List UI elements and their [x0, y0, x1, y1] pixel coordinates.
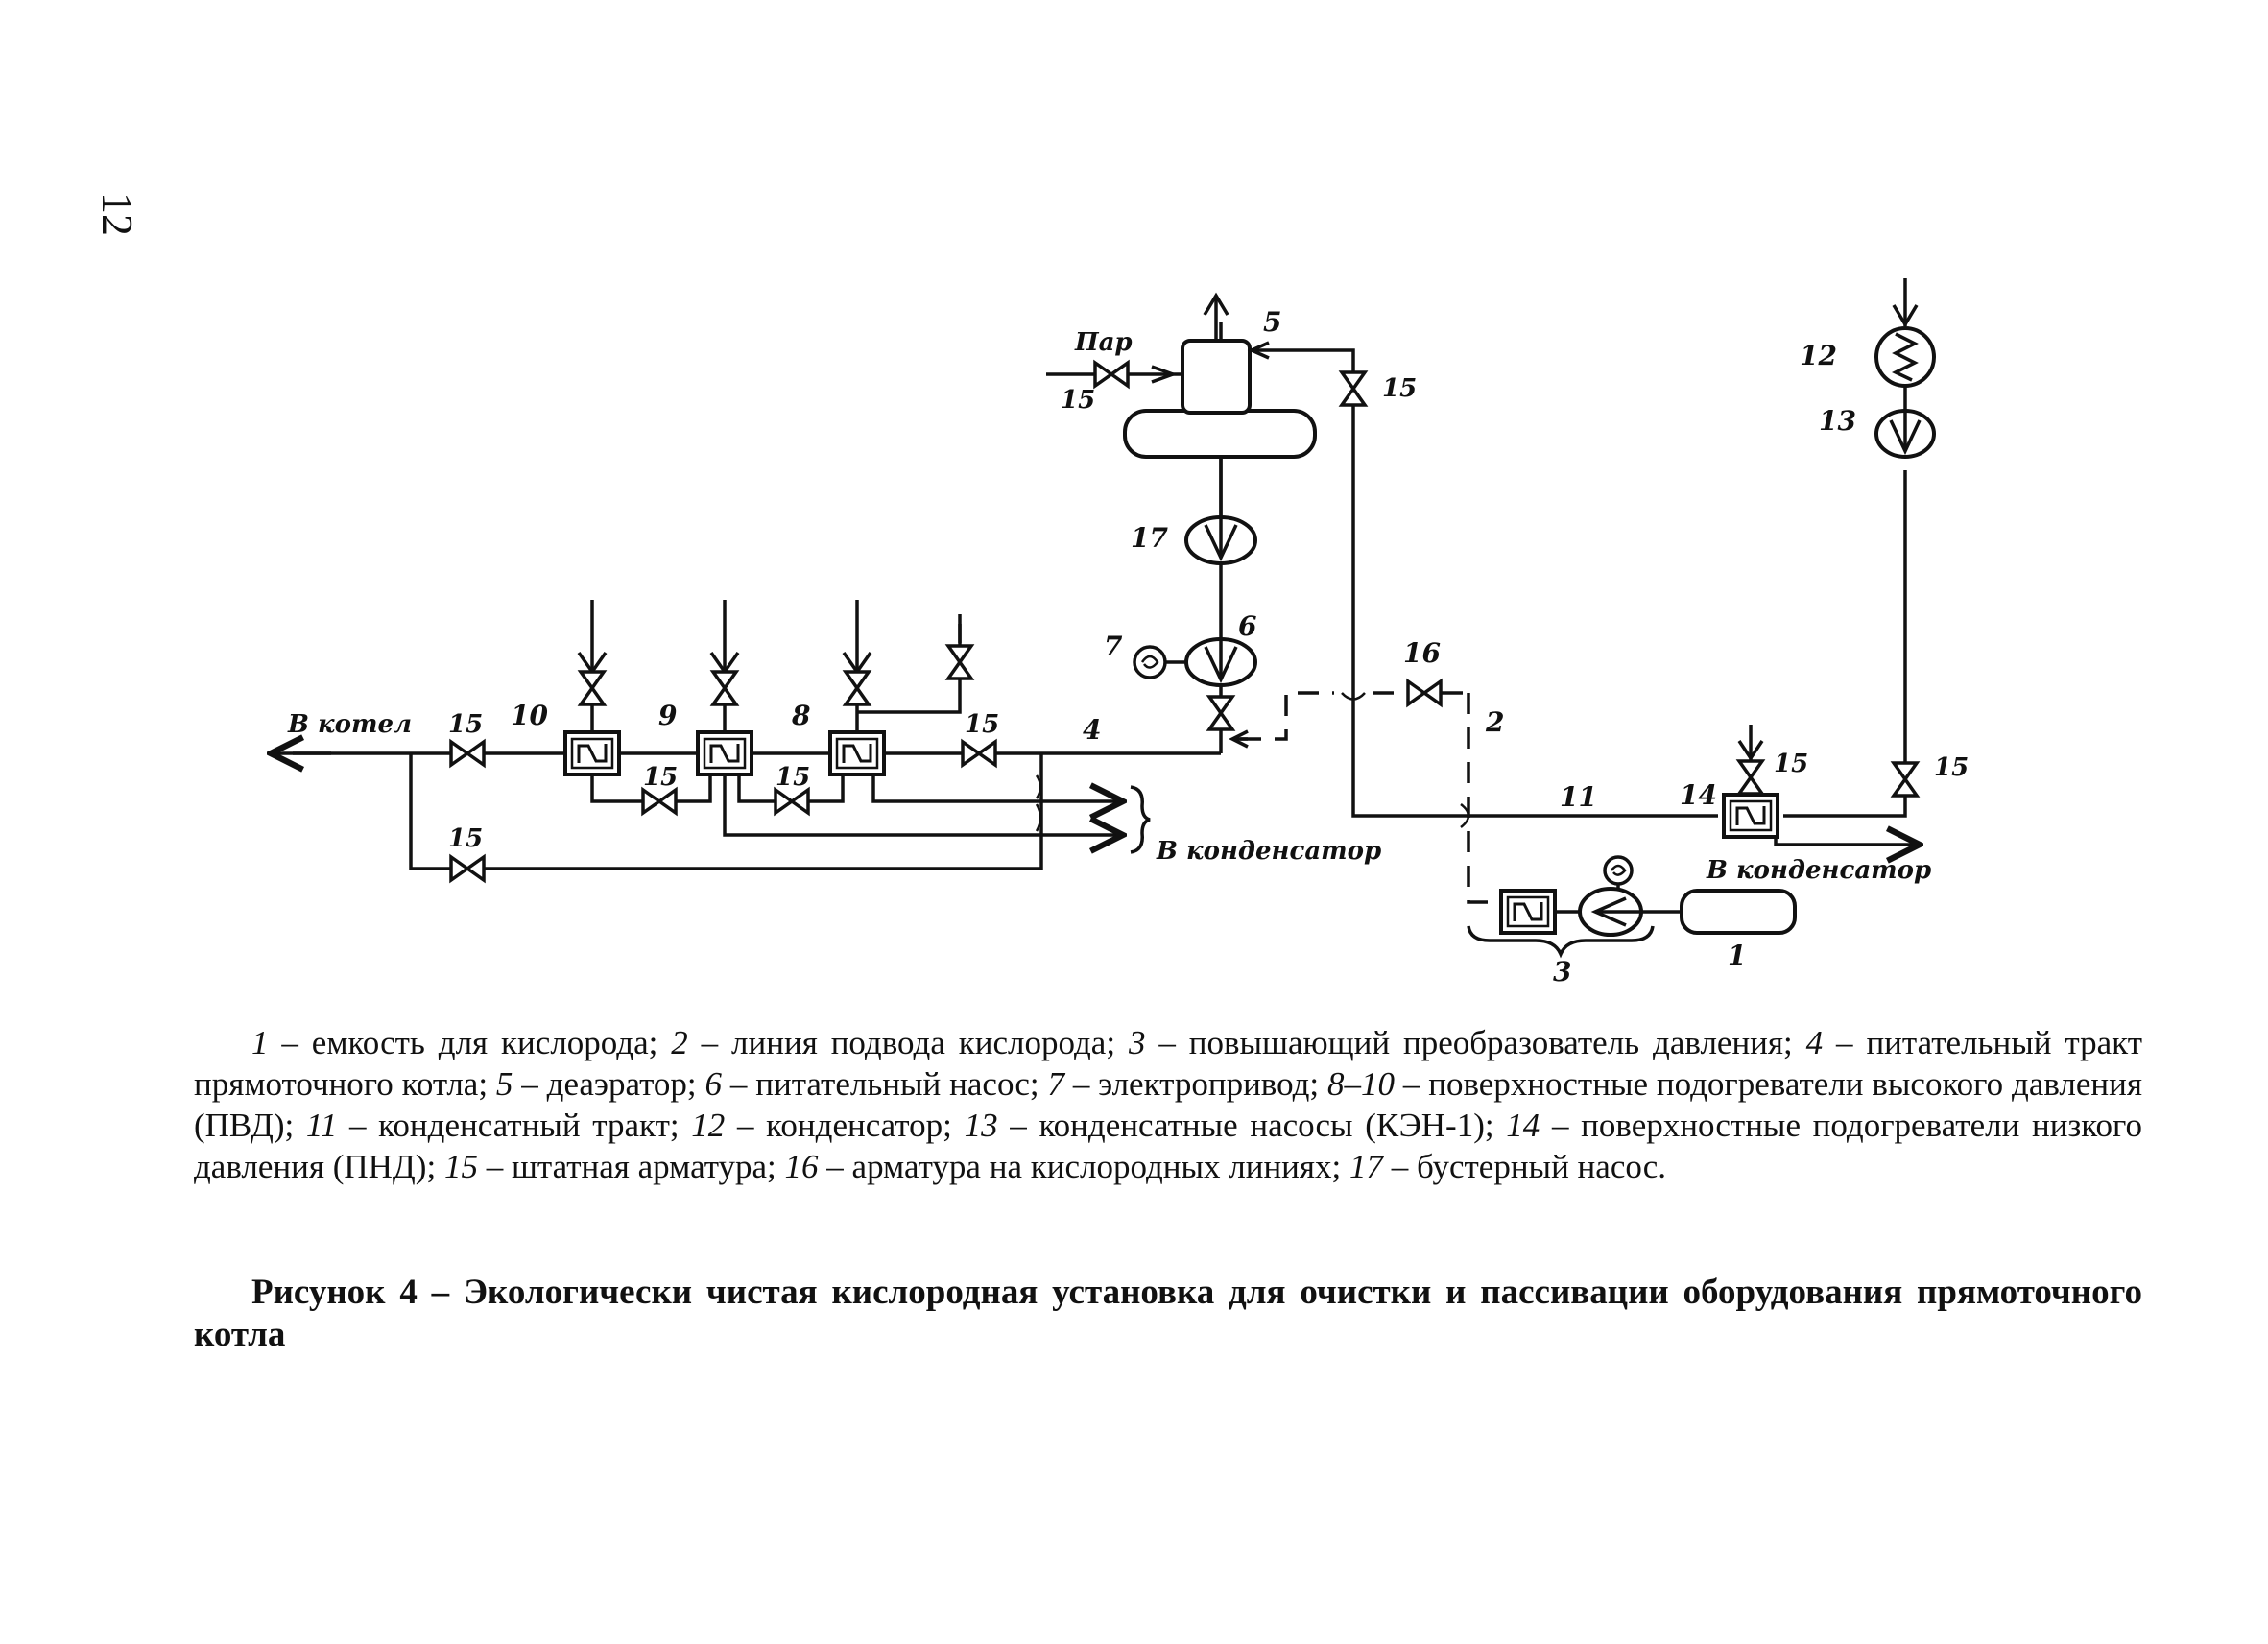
- valve-15-label-i: 15: [1934, 753, 1969, 782]
- label-16: 16: [1403, 637, 1441, 669]
- extraction-lines: [577, 600, 962, 732]
- legend-num-11: 13: [964, 1107, 998, 1144]
- label-12: 12: [1800, 340, 1837, 371]
- label-4: 4: [1083, 714, 1101, 746]
- condensate-pump-13: [1874, 386, 1936, 459]
- legend-text-14: – арматура на кислородных линиях;: [818, 1148, 1349, 1185]
- legend-text-15: – бустерный насос.: [1382, 1148, 1667, 1185]
- legend-num-2: 2: [671, 1024, 688, 1061]
- oxygen-tank-1: [1680, 889, 1797, 935]
- valve-15-bypass: [449, 855, 486, 882]
- label-6: 6: [1238, 610, 1256, 642]
- valve-15-feed: [961, 740, 997, 767]
- valve-vent: [946, 644, 973, 680]
- legend-num-14: 16: [784, 1148, 819, 1185]
- legend-num-3: 3: [1128, 1024, 1146, 1061]
- legend-text-12: – поверхностные подогреватели низкого да…: [194, 1107, 2143, 1185]
- legend-num-13: 15: [443, 1148, 478, 1185]
- legend-num-8: 8–10: [1326, 1065, 1395, 1103]
- heater-hph-9: [696, 730, 753, 776]
- legend-num-7: 7: [1047, 1065, 1064, 1103]
- valve-15-drain-a: [641, 788, 678, 815]
- valve-15-label-e: 15: [776, 763, 810, 792]
- to-condenser-right-label: В конденсатор: [1706, 856, 1931, 885]
- figure-caption: Рисунок 4 – Экологически чистая кислород…: [194, 1273, 2142, 1354]
- steam-label: Пар: [1074, 328, 1133, 357]
- booster-pump-17: [1184, 515, 1257, 565]
- label-5: 5: [1263, 306, 1281, 338]
- legend-text-7: – электропривод;: [1063, 1065, 1327, 1103]
- valve-hph10-steam: [579, 670, 606, 706]
- legend-num-10: 12: [691, 1107, 726, 1144]
- valve-15-label-d: 15: [643, 763, 678, 792]
- legend-num-9: 11: [305, 1107, 338, 1144]
- valve-15-label-h: 15: [1774, 750, 1808, 778]
- valve-15-label-f: 15: [1061, 386, 1095, 415]
- legend-text-2: – линия подвода кислорода;: [687, 1024, 1129, 1061]
- figure-legend: 1 – емкость для кислорода; 2 – линия под…: [194, 1022, 2142, 1187]
- valve-15-label-a: 15: [448, 710, 483, 739]
- legend-text-11: – конденсатные насосы (КЭН-1);: [997, 1107, 1507, 1144]
- process-flow-diagram: В котел 15 15 15 10 9 8: [0, 278, 1969, 988]
- to-condenser-label: В конденсатор: [1156, 837, 1381, 866]
- legend-text-8: – поверхностные подогреватели высокого д…: [194, 1065, 2142, 1144]
- heater-lph-14: [1722, 793, 1779, 839]
- valve-15-steam: [1093, 361, 1130, 388]
- legend-num-5: 5: [495, 1065, 513, 1103]
- condenser-12: [1874, 278, 1936, 388]
- legend-text-13: – штатная арматура;: [477, 1148, 785, 1185]
- valve-hph8-steam: [844, 670, 871, 706]
- legend-text-10: – конденсатор;: [725, 1107, 965, 1144]
- label-1: 1: [1728, 940, 1746, 971]
- legend-num-12: 14: [1506, 1107, 1540, 1144]
- valve-15-main: [449, 740, 486, 767]
- valve-15-lph: [1737, 759, 1764, 796]
- electric-drive-7: [1133, 645, 1186, 679]
- label-8: 8: [791, 700, 810, 731]
- heater-hph-10: [563, 730, 621, 776]
- legend-text-1: – емкость для кислорода;: [268, 1024, 672, 1061]
- label-11: 11: [1560, 781, 1597, 813]
- converter-heater-3: [1499, 889, 1557, 935]
- valve-pump-outlet: [1207, 695, 1234, 731]
- valve-15-drain-b: [774, 788, 810, 815]
- valve-15-condensate-pump: [1892, 761, 1919, 798]
- valve-15-label-c: 15: [965, 710, 999, 739]
- to-boiler-label: В котел: [287, 710, 412, 739]
- brace: [1130, 785, 1151, 854]
- converter-compressor-3: [1555, 855, 1682, 937]
- legend-text-3: – повышающий преобразователь давления;: [1145, 1024, 1806, 1061]
- valve-16-oxygen: [1406, 679, 1443, 706]
- oxygen-line-2: [1229, 691, 1499, 904]
- legend-num-1: 1: [251, 1024, 269, 1061]
- legend-num-6: 6: [704, 1065, 723, 1103]
- legend-num-15: 17: [1349, 1148, 1383, 1185]
- valve-15-condensate: [1340, 370, 1367, 407]
- legend-text-5: – деаэратор;: [513, 1065, 705, 1103]
- drain-lines: [590, 774, 1123, 835]
- legend-text-4: – питательный тракт прямоточного котла;: [194, 1024, 2142, 1103]
- feed-pump-6: [1184, 637, 1257, 687]
- legend-num-4: 4: [1805, 1024, 1824, 1061]
- valve-hph9-steam: [711, 670, 738, 706]
- valve-15-label-g: 15: [1382, 374, 1417, 403]
- label-3: 3: [1553, 956, 1571, 988]
- valve-15-label-b: 15: [448, 824, 483, 853]
- deaerator-5: [1123, 292, 1317, 518]
- label-10: 10: [511, 700, 548, 731]
- converter-brace: [1467, 925, 1655, 959]
- label-17: 17: [1131, 522, 1168, 554]
- label-9: 9: [658, 700, 677, 731]
- label-2: 2: [1485, 706, 1504, 738]
- label-7: 7: [1104, 631, 1123, 662]
- label-13: 13: [1819, 405, 1856, 437]
- condensate-line-11: [1247, 341, 1907, 818]
- legend-text-9: – конденсатный тракт;: [337, 1107, 692, 1144]
- label-14: 14: [1680, 779, 1717, 811]
- heater-hph-8: [828, 730, 886, 776]
- legend-text-6: – питательный насос;: [722, 1065, 1048, 1103]
